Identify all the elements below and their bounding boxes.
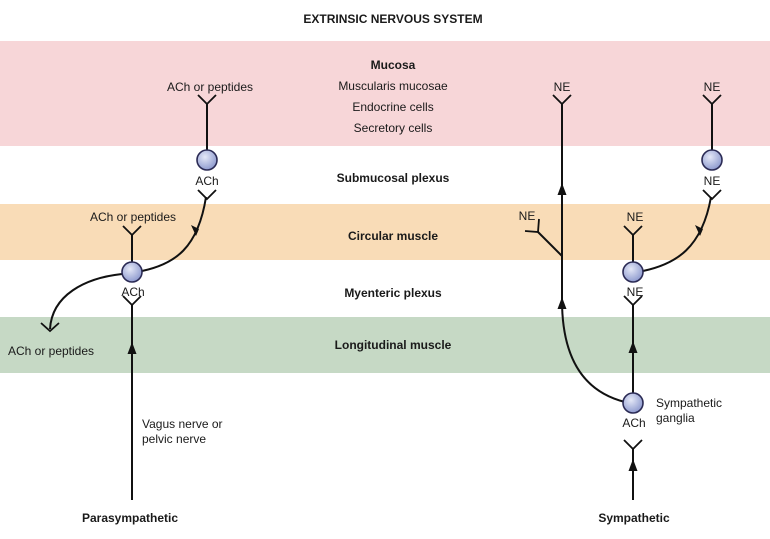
sympathetic-preganglionic-arrow	[628, 459, 638, 471]
symp-myenteric-neuron	[622, 261, 644, 283]
submucosal-neuron-label-ach: ACh	[195, 174, 218, 188]
symp-direct-circular-branch	[537, 231, 563, 257]
symp-mucosa-terminal-right	[702, 94, 722, 106]
longitudinal-muscle-label: Longitudinal muscle	[335, 338, 452, 352]
ganglion-input-terminal	[623, 439, 643, 451]
mucosa-terminal	[197, 94, 217, 106]
mucosa-item-muscularis: Muscularis mucosae	[338, 79, 448, 93]
symp-circular-terminal	[623, 225, 643, 237]
symp-mucosa-terminal-direct-label: NE	[554, 80, 571, 94]
symp-myenteric-to-submucosal-fiber	[642, 196, 712, 272]
ganglion-direct-arrow-upper	[557, 183, 567, 195]
symp-submucosal-input-terminal	[702, 189, 722, 201]
submucosal-input-terminal	[197, 189, 217, 201]
sympathetic-label: Sympathetic	[598, 511, 670, 525]
vagus-nerve-label-line1: Vagus nerve or	[142, 417, 223, 431]
symp-direct-circular-terminal-label: NE	[519, 209, 536, 223]
vagus-fiber-arrow	[127, 342, 137, 354]
mucosa-band	[0, 41, 770, 146]
submucosal-plexus-label: Submucosal plexus	[337, 171, 450, 185]
mucosa-item-secretory: Secretory cells	[354, 121, 433, 135]
mucosa-terminal-label: ACh or peptides	[167, 80, 253, 94]
myenteric-input-terminal	[122, 295, 142, 307]
diagram-title: EXTRINSIC NERVOUS SYSTEM	[303, 12, 482, 26]
sympathetic-ganglia-label-line1: Sympathetic	[656, 396, 722, 410]
mucosa-title: Mucosa	[371, 58, 416, 72]
circular-muscle-label: Circular muscle	[348, 229, 438, 243]
myenteric-neuron-label-ach: ACh	[121, 285, 144, 299]
symp-direct-circular-terminal	[524, 218, 540, 233]
ganglion-to-myenteric-arrow	[628, 341, 638, 353]
myenteric-to-submucosal-fiber	[141, 196, 207, 272]
symp-myenteric-input-terminal	[623, 295, 643, 307]
symp-mucosa-terminal-right-label: NE	[704, 80, 721, 94]
sympathetic-ganglia-label-line2: ganglia	[656, 411, 695, 425]
longitudinal-terminal	[40, 322, 60, 333]
symp-myenteric-to-submucosal-arrow	[695, 225, 703, 236]
circular-terminal	[122, 225, 142, 237]
myenteric-plexus-label: Myenteric plexus	[344, 286, 442, 300]
symp-circular-terminal-label: NE	[627, 210, 644, 224]
myenteric-to-longitudinal-fiber	[49, 273, 123, 330]
mucosa-item-endocrine: Endocrine cells	[352, 100, 433, 114]
symp-mucosa-terminal-direct	[552, 94, 572, 106]
longitudinal-terminal-label: ACh or peptides	[8, 344, 94, 358]
myenteric-to-submucosal-arrow	[191, 225, 199, 236]
symp-myenteric-neuron-label-ne: NE	[627, 285, 644, 299]
symp-submucosal-neuron	[701, 149, 723, 171]
ganglion-input-label-ach: ACh	[622, 416, 645, 430]
longitudinal-muscle-band	[0, 317, 770, 373]
parasympathetic-label: Parasympathetic	[82, 511, 178, 525]
submucosal-neuron	[196, 149, 218, 171]
symp-submucosal-neuron-label-ne: NE	[704, 174, 721, 188]
circular-terminal-label: ACh or peptides	[90, 210, 176, 224]
myenteric-neuron	[121, 261, 143, 283]
ganglion-direct-arrow-lower	[557, 297, 567, 309]
vagus-nerve-label-line2: pelvic nerve	[142, 432, 206, 446]
sympathetic-ganglion-neuron	[622, 392, 644, 414]
